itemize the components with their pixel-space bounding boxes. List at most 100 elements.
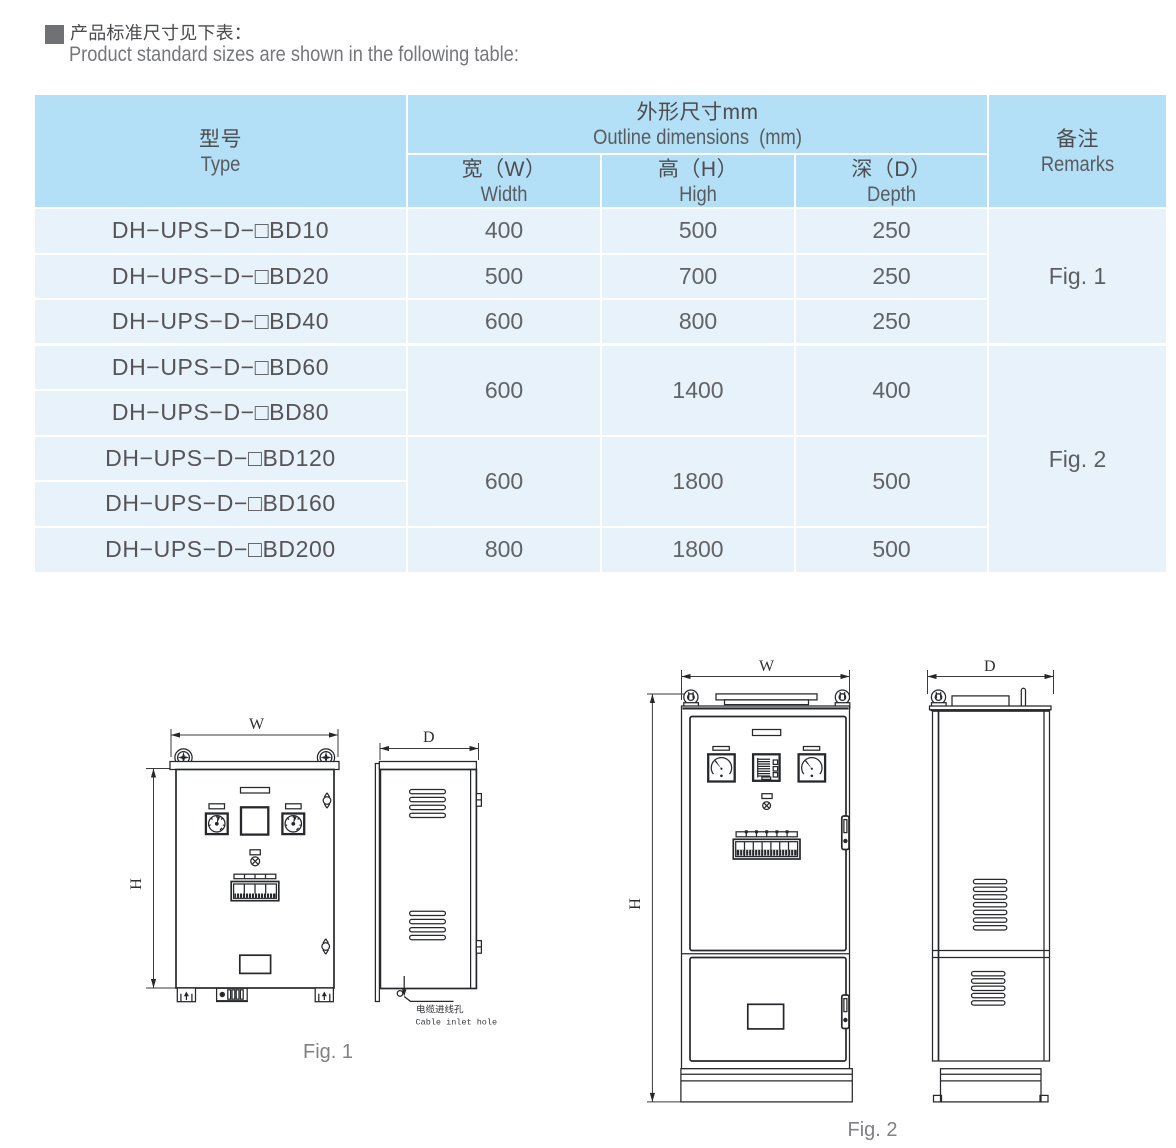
table-row: DH−UPS−D−□BD80 <box>35 389 1166 437</box>
fig1-note-zh: 电缆进线孔 <box>416 1002 464 1016</box>
cell-type: DH−UPS−D−□BD120 <box>35 434 408 482</box>
cell-type: DH−UPS−D−□BD160 <box>35 480 408 528</box>
col-header-high: 高（H） High <box>600 153 796 209</box>
fig1-caption: Fig. 1 <box>303 1041 353 1063</box>
table-row: DH−UPS−D−□BD200 800 1800 500 <box>35 525 1166 572</box>
fig2-dim-d-label: D <box>984 658 996 675</box>
cell-depth: 250 <box>793 252 990 300</box>
fig2-top-plate-upper <box>715 693 818 701</box>
fig2-meter-label-left <box>712 745 730 751</box>
spec-table: 型号 Type 外形尺寸mm Outline dimensions (mm) 备… <box>35 93 1167 572</box>
fig2-side-lifting-eye <box>930 689 947 705</box>
table-row: DH−UPS−D−□BD20 500 700 250 <box>35 252 1166 300</box>
fig2-side-hook <box>1020 687 1027 709</box>
section-heading: 产品标准尺寸见下表： <box>45 22 252 44</box>
cell-depth: 500 <box>793 434 990 528</box>
fig2-side-base <box>932 1068 1049 1103</box>
col-header-width-en: Width <box>480 182 528 206</box>
col-header-remarks-zh: 备注 <box>1056 127 1100 151</box>
fig2-upper-door-handle <box>840 815 850 851</box>
cell-depth: 400 <box>793 343 990 437</box>
fig2-top-edge-shade <box>682 707 849 710</box>
col-header-dims: 外形尺寸mm Outline dimensions (mm) <box>405 93 990 155</box>
col-header-remarks: 备注 Remarks <box>987 93 1167 209</box>
cell-type: DH−UPS−D−□BD80 <box>35 389 408 437</box>
fig1-side-hinge-bottom <box>475 939 483 954</box>
fig2-lifting-eye-right <box>834 689 851 705</box>
cell-depth: 500 <box>793 525 990 572</box>
fig1-dim-d-label: D <box>423 729 435 746</box>
col-header-depth-zh: 深（D） <box>851 157 932 181</box>
fig2-caption: Fig. 2 <box>847 1119 897 1141</box>
fig1-dim-w-label: W <box>249 716 265 733</box>
fig1-meter-right <box>281 812 306 836</box>
cell-width: 600 <box>406 298 602 346</box>
cell-remark-fig2: Fig. 2 <box>987 343 1167 572</box>
fig1-cable-inlet <box>396 976 454 1003</box>
col-header-type-zh: 型号 <box>199 127 242 151</box>
cell-depth: 250 <box>793 207 990 255</box>
fig1-nameplate-slot <box>239 786 271 794</box>
fig1-side-wall-bar <box>374 762 381 1003</box>
fig1-side-top-plate <box>378 760 478 771</box>
fig2-side-body <box>931 710 1051 1062</box>
fig1-wall-plate <box>169 760 340 771</box>
cell-type: DH−UPS−D−□BD10 <box>35 207 408 255</box>
cell-high: 1800 <box>600 525 796 572</box>
fig2-lower-door-handle <box>840 994 850 1030</box>
cell-type: DH−UPS−D−□BD200 <box>35 525 408 572</box>
col-header-high-en: High <box>679 182 717 206</box>
fig1-side-view: D <box>374 729 498 1028</box>
fig2-buzzer <box>762 801 772 811</box>
cell-width: 500 <box>406 252 602 300</box>
col-header-width-zh: 宽（W） <box>461 157 547 181</box>
fig2-meter-right <box>797 753 827 783</box>
fig1-bottom-plate <box>238 954 272 975</box>
col-header-remarks-en: Remarks <box>1040 152 1115 176</box>
fig2-drawing: W H <box>627 658 1054 1141</box>
table-row: DH−UPS−D−□BD40 600 800 250 <box>35 298 1166 346</box>
square-bullet-icon <box>45 25 64 44</box>
cell-type: DH−UPS−D−□BD60 <box>35 343 408 391</box>
fig1-side-body <box>379 768 478 990</box>
fig1-terminal-block <box>230 880 280 902</box>
col-header-dims-en: Outline dimensions (mm) <box>593 125 802 149</box>
fig2-meter-left <box>707 753 736 783</box>
cell-width: 600 <box>406 434 602 528</box>
cell-width: 600 <box>406 343 602 437</box>
fig1-side-hinge-top <box>475 792 483 807</box>
cell-remark-fig1: Fig. 1 <box>987 207 1167 346</box>
fig2-front-view: W H <box>627 658 853 1103</box>
fig1-dim-h-label: H <box>128 878 145 890</box>
cell-type: DH−UPS−D−□BD40 <box>35 298 408 346</box>
fig2-terminal-block <box>732 838 801 860</box>
cell-high: 500 <box>600 207 796 255</box>
fig1-note-en: Cable inlet hole <box>416 1018 498 1028</box>
fig2-meter-label-right <box>802 745 821 751</box>
table-row: DH−UPS−D−□BD60 600 1400 400 Fig. 2 <box>35 343 1167 572</box>
fig1-buzzer <box>250 856 261 867</box>
page-title-zh: 产品标准尺寸见下表： <box>70 23 252 43</box>
fig1-front-view: W H <box>128 716 340 1003</box>
fig2-controller-panel <box>751 753 781 782</box>
fig1-foot-right <box>314 987 335 1003</box>
page-title-en: Product standard sizes are shown in the … <box>69 43 519 66</box>
fig2-dim-w-label: W <box>759 658 775 675</box>
cell-high: 1400 <box>600 343 796 437</box>
fig1-indicator-slot <box>249 849 261 856</box>
cell-depth: 250 <box>793 298 990 346</box>
fig2-lower-door-plate <box>746 1003 785 1030</box>
fig2-side-top-shade <box>930 709 1050 712</box>
fig2-lifting-eye-left <box>683 689 699 705</box>
fig2-indicator-slot <box>761 793 773 800</box>
col-header-depth: 深（D） Depth <box>793 153 990 209</box>
fig1-foot-left <box>176 987 197 1003</box>
col-header-high-zh: 高（H） <box>657 157 739 181</box>
fig2-terminal-strip <box>735 830 798 838</box>
fig2-side-top-recess <box>951 695 1010 707</box>
fig2-plinth <box>680 1068 853 1103</box>
fig2-side-split-lines <box>932 949 1050 959</box>
col-header-width: 宽（W） Width <box>406 153 602 209</box>
